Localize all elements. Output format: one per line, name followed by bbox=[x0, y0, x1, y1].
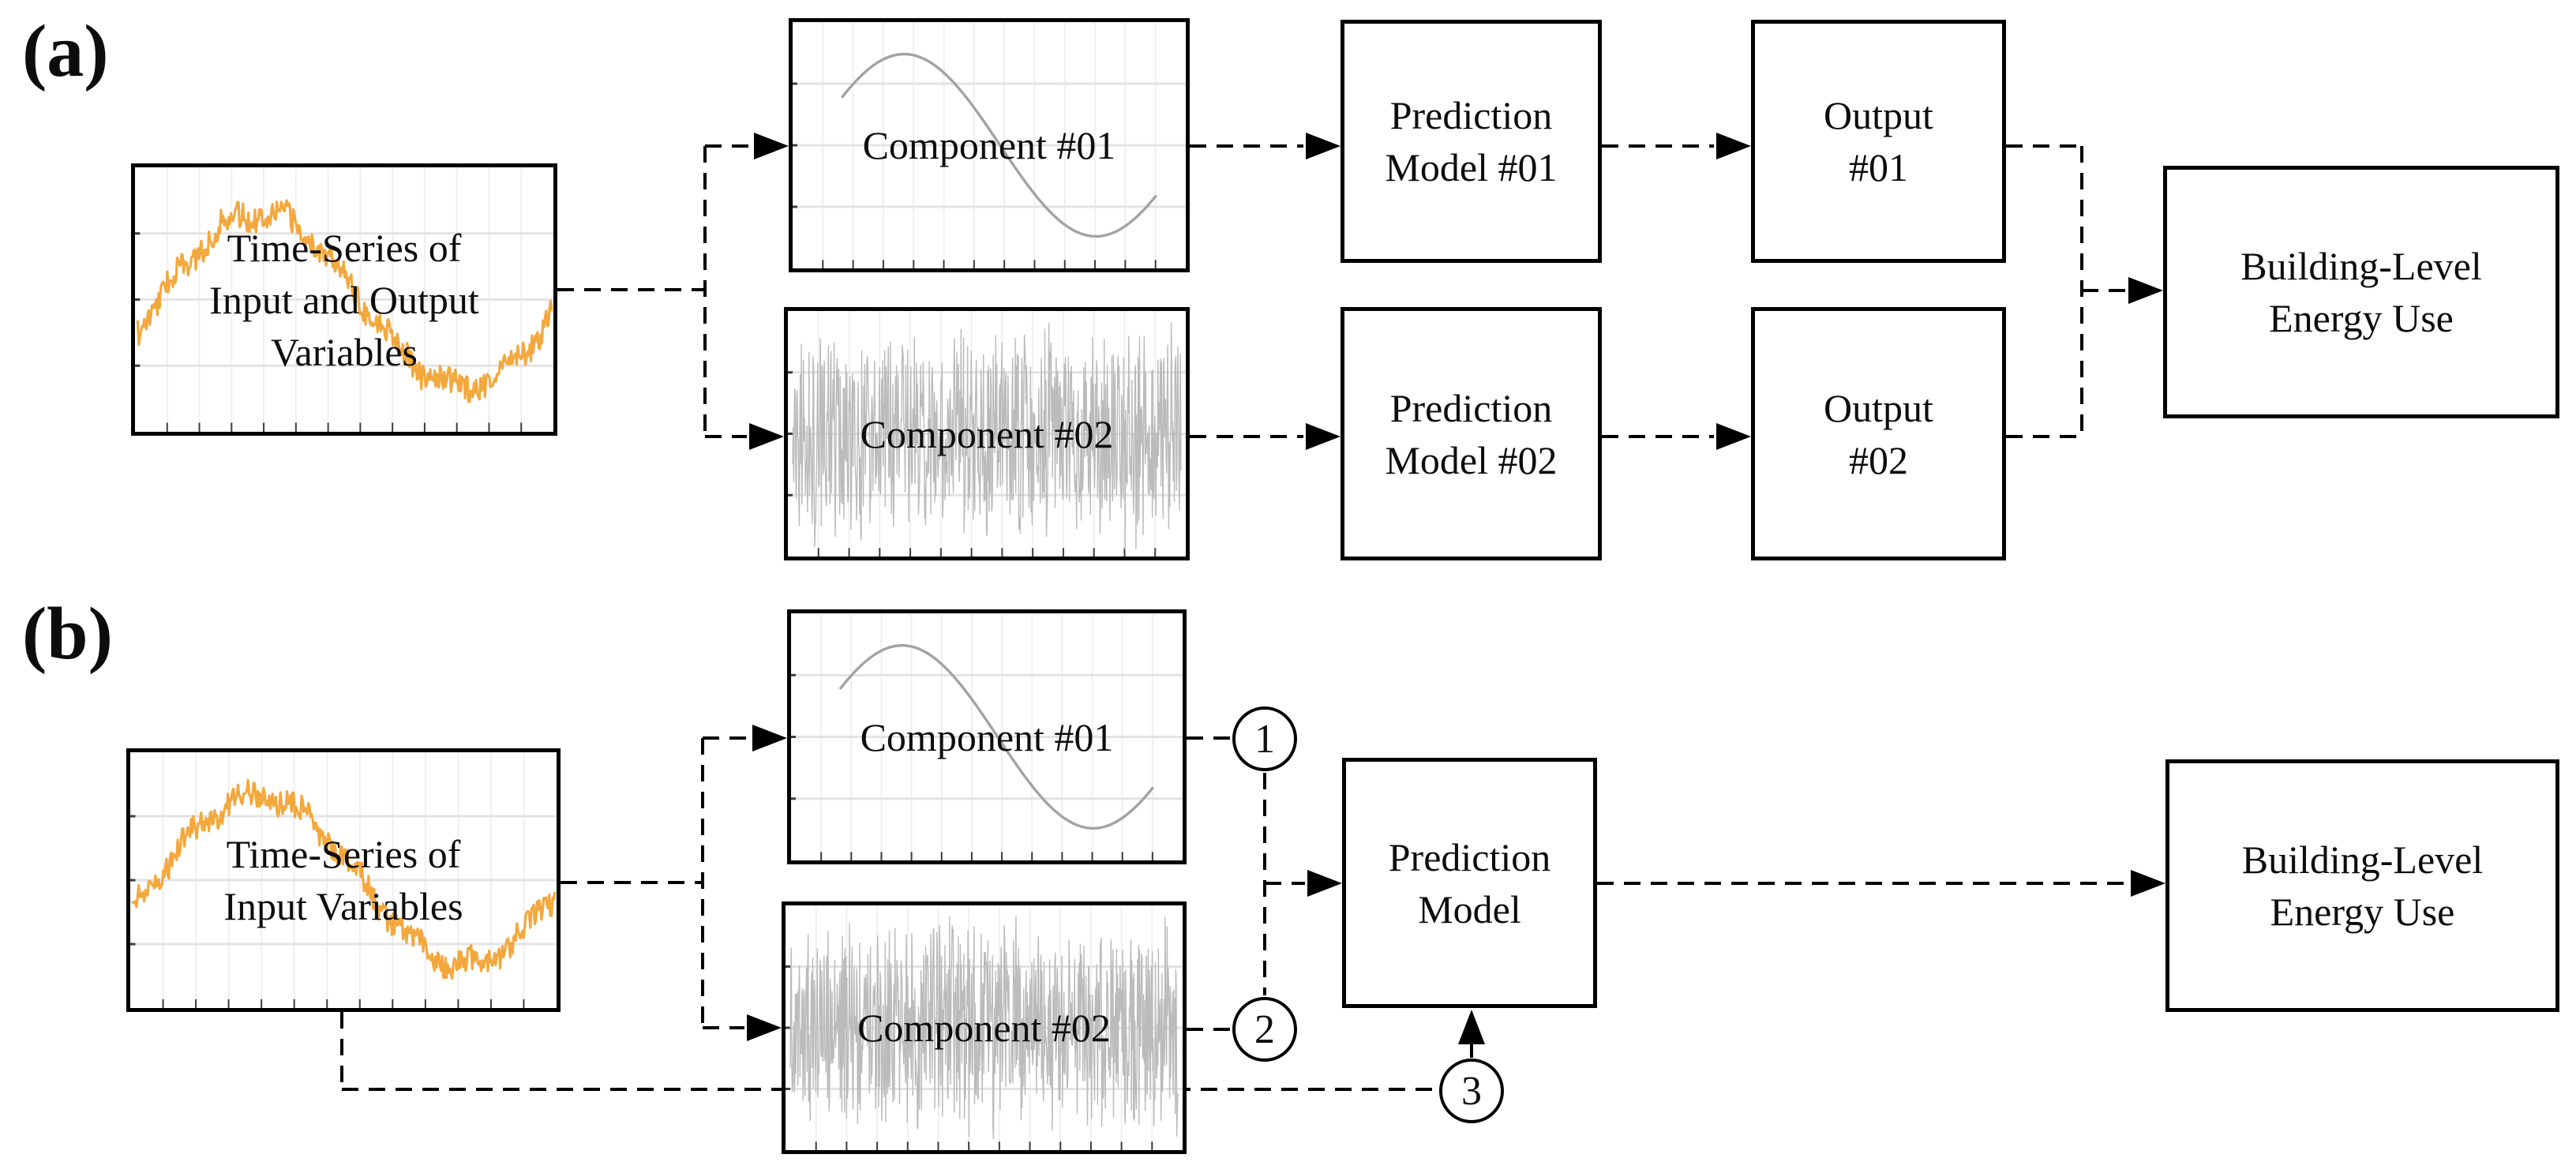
a-input-waveform-chart bbox=[135, 167, 553, 432]
a-prediction2-line1: Prediction bbox=[1389, 385, 1553, 430]
b-prediction-model-box: Prediction Model bbox=[1342, 758, 1597, 1008]
b-component1-box: Component #01 bbox=[787, 609, 1187, 864]
a-timeseries-box: Time-Series of Input and Output Variable… bbox=[131, 163, 557, 436]
b-prediction-line1: Prediction bbox=[1388, 834, 1551, 879]
b-timeseries-box: Time-Series of Input Variables bbox=[126, 748, 561, 1012]
panel-b-label: (b) bbox=[22, 593, 113, 675]
arrowhead-b-component1 bbox=[752, 725, 787, 751]
a-prediction-model2-label: Prediction Model #02 bbox=[1385, 382, 1557, 486]
b-prediction-model-label: Prediction Model bbox=[1389, 831, 1551, 935]
b-timeseries-line1: Time-Series of bbox=[226, 832, 461, 876]
a-building-line2: Energy Use bbox=[2269, 296, 2454, 340]
b-input-waveform-chart bbox=[130, 752, 557, 1008]
b-building-line2: Energy Use bbox=[2270, 890, 2455, 934]
a-output2-line1: Output bbox=[1824, 385, 1933, 430]
a-building-energy-label: Building-Level Energy Use bbox=[2240, 240, 2482, 344]
a-prediction-model1-label: Prediction Model #01 bbox=[1385, 89, 1557, 193]
a-output2-box: Output #02 bbox=[1751, 307, 2006, 560]
step-marker-2: 2 bbox=[1232, 997, 1297, 1062]
a-output1-line1: Output bbox=[1824, 93, 1933, 137]
a-component2-label: Component #02 bbox=[860, 411, 1114, 456]
arrowhead-b-component2 bbox=[747, 1014, 782, 1041]
a-output1-line2: #01 bbox=[1849, 145, 1908, 189]
a-output2-label: Output #02 bbox=[1824, 382, 1933, 486]
b-component2-box: Component #02 bbox=[782, 901, 1187, 1154]
a-timeseries-label: Time-Series of Input and Output Variable… bbox=[209, 222, 479, 378]
a-noise-chart bbox=[788, 311, 1186, 557]
a-output1-label: Output #01 bbox=[1824, 89, 1933, 193]
b-smooth-sine-chart bbox=[791, 613, 1183, 860]
a-output2-line2: #02 bbox=[1849, 437, 1908, 482]
b-building-energy-label: Building-Level Energy Use bbox=[2242, 834, 2484, 938]
b-building-line1: Building-Level bbox=[2241, 838, 2484, 882]
b-prediction-line2: Model bbox=[1418, 886, 1521, 931]
a-prediction1-line2: Model #01 bbox=[1385, 145, 1558, 189]
step-marker-3: 3 bbox=[1439, 1059, 1504, 1123]
arrowhead-b-building bbox=[2131, 870, 2165, 897]
b-component1-label: Component #01 bbox=[860, 714, 1114, 759]
a-prediction-model1-box: Prediction Model #01 bbox=[1340, 20, 1602, 263]
b-timeseries-line2: Input Variables bbox=[223, 884, 463, 928]
arrowhead-a-output2 bbox=[1716, 423, 1751, 450]
arrowhead-a-building bbox=[2128, 277, 2163, 304]
a-component1-box: Component #01 bbox=[789, 18, 1190, 272]
arrowhead-a-prediction1 bbox=[1306, 133, 1340, 159]
a-timeseries-line1: Time-Series of bbox=[227, 225, 462, 270]
a-prediction2-line2: Model #02 bbox=[1385, 437, 1558, 482]
a-smooth-sine-chart bbox=[793, 22, 1186, 268]
arrowhead-a-output1 bbox=[1716, 133, 1751, 159]
a-timeseries-line2: Input and Output bbox=[209, 277, 479, 322]
step-marker-1: 1 bbox=[1232, 706, 1297, 771]
a-prediction1-line1: Prediction bbox=[1389, 93, 1553, 137]
a-timeseries-line3: Variables bbox=[270, 329, 418, 374]
a-output1-box: Output #01 bbox=[1751, 20, 2006, 263]
b-component2-label: Component #02 bbox=[857, 1006, 1111, 1050]
arrowhead-b-prediction-bottom bbox=[1458, 1010, 1485, 1044]
b-building-energy-box: Building-Level Energy Use bbox=[2165, 759, 2559, 1012]
arrowhead-a-component1 bbox=[754, 133, 789, 159]
arrowhead-a-prediction2 bbox=[1306, 423, 1340, 450]
a-component2-box: Component #02 bbox=[784, 307, 1190, 560]
arrowhead-b-prediction bbox=[1307, 870, 1342, 897]
a-building-line1: Building-Level bbox=[2240, 244, 2482, 288]
a-building-energy-box: Building-Level Energy Use bbox=[2163, 166, 2559, 418]
panel-a-label: (a) bbox=[22, 10, 109, 92]
a-prediction-model2-box: Prediction Model #02 bbox=[1340, 307, 1602, 560]
b-timeseries-label: Time-Series of Input Variables bbox=[223, 828, 463, 932]
arrowhead-a-component2 bbox=[749, 423, 784, 450]
a-component1-label: Component #01 bbox=[862, 123, 1116, 167]
